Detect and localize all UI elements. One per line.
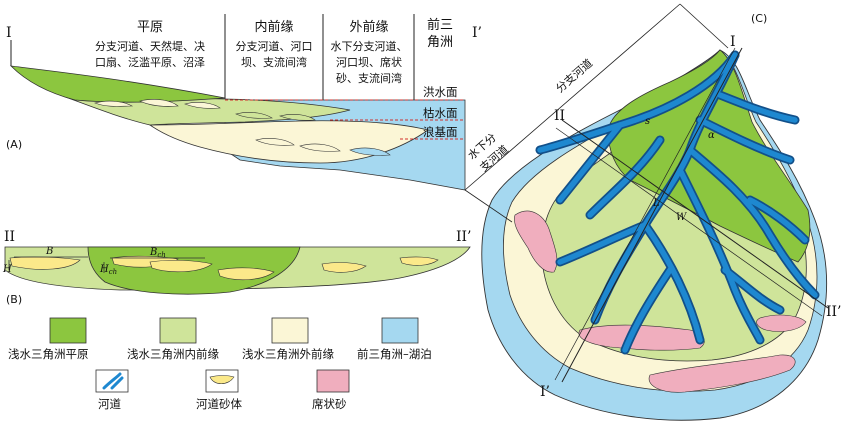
prodelta-swatch [381, 317, 419, 344]
sand-finger-7 [299, 143, 341, 152]
legend-label-outer: 浅水三角洲外前缘 [242, 347, 334, 361]
sand-lens-4 [217, 267, 275, 281]
zone-title-prodelta-2: 角洲 [427, 35, 453, 50]
inner-swatch [159, 317, 197, 344]
section-mark-i: I [730, 34, 736, 50]
sand-body-swatch-icon [209, 375, 235, 385]
legend: 浅水三角洲平原 浅水三角洲内前缘 浅水三角洲外前缘 前三角洲–湖泊 河道 河道砂… [8, 317, 432, 411]
zone-desc-inner-2: 坝、支流间湾 [241, 55, 307, 69]
zone-title-outer-front: 外前缘 [349, 19, 388, 35]
sand-finger-4 [235, 112, 273, 119]
legend-label-prodelta: 前三角洲–湖泊 [357, 347, 432, 361]
symbol-s: s [645, 116, 650, 127]
sand-finger-2 [139, 99, 179, 107]
section-i-start: I [6, 25, 12, 41]
section-line-i [561, 47, 743, 383]
channel-swatch-icon [102, 372, 124, 390]
symbol-w: W [676, 212, 687, 223]
zone-title-prodelta-1: 前三 [427, 17, 453, 33]
sand-finger-3 [184, 102, 221, 109]
zone-desc-outer-1: 水下分支河道、 [331, 39, 408, 53]
low-water-level-label: 枯水面 [423, 106, 458, 120]
section-i-end: I’ [472, 25, 482, 41]
sand-finger-8 [349, 147, 391, 156]
section-ii-start: II [4, 229, 15, 245]
branch-channel-label: 分支河道 [553, 56, 595, 95]
tilt-line-c [464, 189, 513, 223]
sheet-sand-swatch [316, 369, 350, 393]
sand-finger-5 [279, 114, 316, 121]
zone-desc-plain-1: 分支河道、天然堤、决 [95, 39, 205, 53]
sand-lens-6 [399, 256, 439, 266]
sheet-sand-1 [514, 210, 558, 273]
zone-desc-outer-3: 砂、支流间湾 [336, 71, 402, 85]
section-mark-ii: II [554, 108, 565, 124]
wave-base-label: 浪基面 [423, 125, 458, 139]
section-line-ii [561, 119, 829, 309]
h-label: H [2, 264, 12, 275]
panel-a-label: (A) [6, 138, 22, 151]
legend-label-plain: 浅水三角洲平原 [8, 347, 89, 361]
panel-b: II II’ B H Bch Hch (B) [2, 229, 472, 306]
zone-desc-outer-2: 河口坝、席状 [336, 55, 402, 69]
panel-a: 平原 分支河道、天然堤、决 口扇、泛滥平原、沼泽 内前缘 分支河道、河口 坝、支… [6, 14, 482, 191]
sand-finger-1 [94, 100, 134, 107]
bch-label: Bch [149, 247, 166, 259]
sand-lens-3 [149, 259, 213, 273]
tilt-line-b [679, 3, 729, 49]
sheet-sand-3 [648, 354, 796, 393]
legend-label-inner: 浅水三角洲内前缘 [127, 347, 219, 361]
section-ii-end: II’ [456, 229, 472, 245]
zone-desc-inner-1: 分支河道、河口 [236, 39, 313, 53]
b-label: B [45, 246, 53, 257]
sheet-sand-4 [756, 314, 807, 332]
zone-title-inner-front: 内前缘 [254, 19, 293, 35]
sheet-sand-2 [578, 324, 705, 351]
hch-label: Hch [99, 264, 117, 276]
legend-label-channel: 河道 [98, 397, 121, 411]
panel-c: (C) [464, 3, 842, 421]
panel-c-label: (C) [751, 12, 767, 25]
flood-level-label: 洪水面 [423, 85, 458, 99]
tilt-line-a [464, 3, 681, 191]
section-mark-ii-end: II’ [826, 304, 842, 320]
section-mark-i-end: I’ [540, 384, 550, 400]
section-line-ii-parallel [555, 127, 823, 317]
plain-swatch [49, 317, 87, 344]
outer-swatch [271, 317, 309, 344]
panel-b-label: (B) [6, 293, 22, 306]
symbol-alpha: α [708, 130, 715, 141]
delta-plain-body [9, 65, 226, 103]
sand-finger-6 [255, 138, 295, 146]
legend-label-sand-body: 河道砂体 [196, 397, 242, 411]
zone-desc-plain-2: 口扇、泛滥平原、沼泽 [95, 55, 205, 69]
zone-title-plain: 平原 [137, 20, 163, 35]
symbol-l: L [652, 198, 660, 209]
legend-label-sheet-sand: 席状砂 [312, 397, 347, 411]
sand-lens-5 [321, 262, 367, 273]
section-line-i-parallel [554, 47, 736, 381]
